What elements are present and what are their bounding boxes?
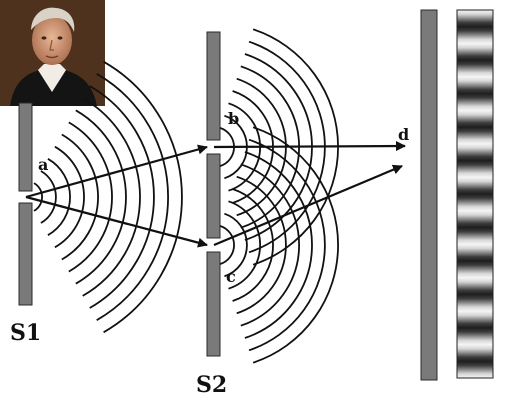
portrait-cravat <box>38 64 66 92</box>
ray-arrow-b-to-d <box>213 141 406 152</box>
wavefront-s1-arc <box>61 133 99 261</box>
detection-screen <box>420 9 438 381</box>
ray-arrow-a-to-b <box>25 144 208 199</box>
label-c: c <box>226 267 236 286</box>
portrait <box>0 0 105 106</box>
wavefront-s1-arc <box>68 121 113 273</box>
barrier-s1-lower <box>18 202 33 306</box>
label-a: a <box>38 155 48 174</box>
wavefront-c-arc <box>228 200 261 290</box>
ray-arrow-a-to-c <box>25 195 208 248</box>
ray-arrow-c-to-d <box>213 164 403 247</box>
wavefront-s1-arc <box>103 60 183 334</box>
ray-arrows <box>25 141 406 248</box>
wavefront-s1-arc <box>40 170 57 224</box>
wavefront-s1-arc <box>47 158 71 236</box>
label-d: d <box>398 125 409 144</box>
wavefront-c-arc <box>236 175 287 315</box>
wavefront-c-arc <box>244 151 313 339</box>
label-s1: S1 <box>10 320 41 346</box>
portrait-hair <box>31 7 75 32</box>
wavefront-c-arc <box>240 163 301 327</box>
wavefront-s1-arc <box>82 97 141 297</box>
wavefront-c-arc <box>224 212 248 278</box>
barrier-s2-upper <box>206 31 221 141</box>
wavefront-c-arc <box>248 138 326 352</box>
barrier-s1-upper <box>18 102 33 192</box>
wavefront-c-arc <box>232 188 274 302</box>
barrier-s1 <box>18 102 33 306</box>
barrier-s2-lower <box>206 251 221 357</box>
wavefront-s1-arc <box>54 145 85 249</box>
label-s2: S2 <box>196 372 227 398</box>
wavefront-s1-arc <box>96 73 169 321</box>
wavefront-s1-arc <box>33 182 43 212</box>
wavefront-c-arc <box>219 225 235 265</box>
barrier-s2 <box>206 31 221 357</box>
wavefront-c-arc <box>252 126 339 364</box>
interference-fringe-pattern <box>456 9 494 379</box>
wavefront-s1-arc <box>89 85 155 309</box>
label-b: b <box>228 109 239 128</box>
wavefront-s1-arc <box>75 109 127 285</box>
barrier-s2-middle <box>206 153 221 239</box>
